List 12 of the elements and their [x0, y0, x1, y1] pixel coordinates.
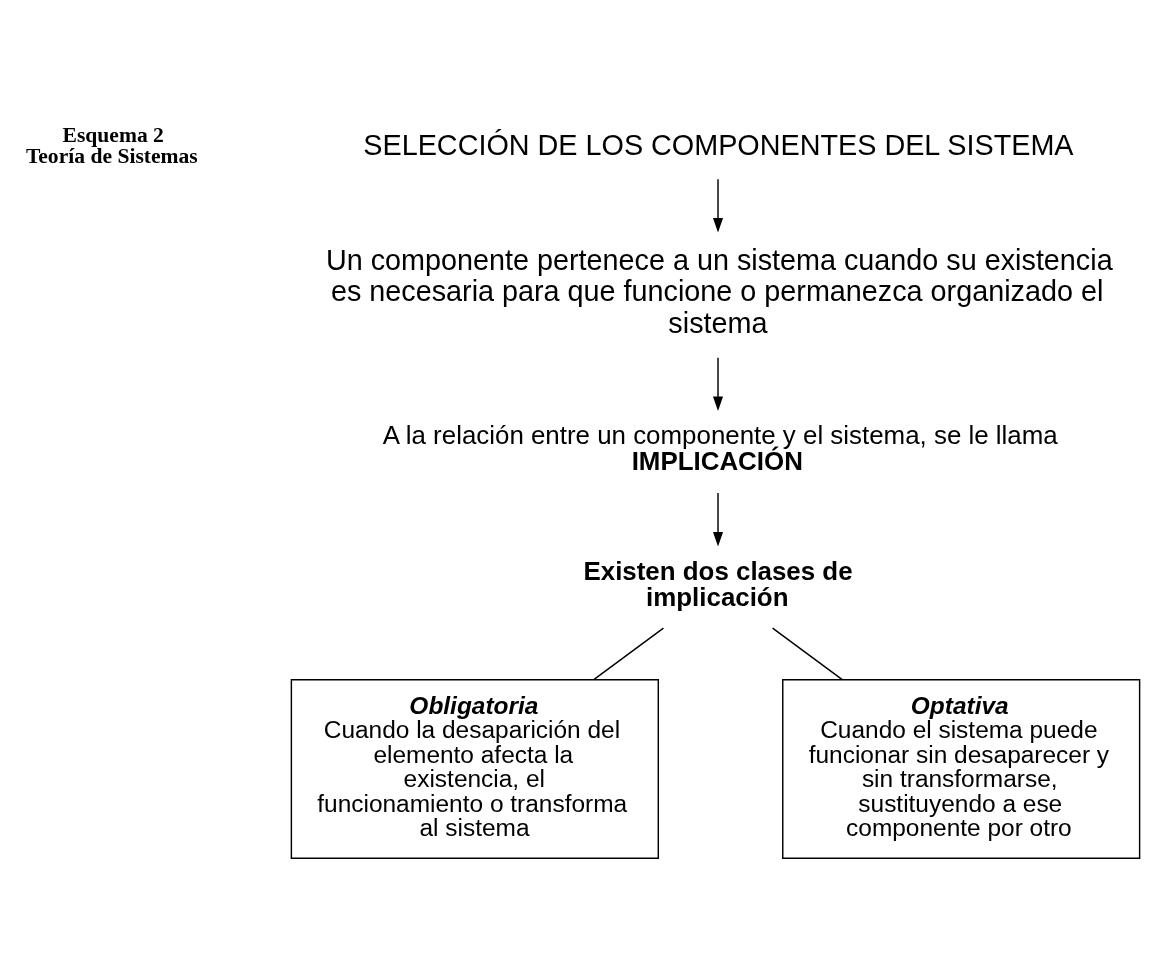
node-text: Existen dos clases de implicación	[583, 556, 853, 611]
connector	[771, 626, 843, 680]
node-text: SELECCIÓN DE LOS COMPONENTES DEL SISTEMA	[363, 128, 1074, 161]
node-box: Obligatoria Cuando la desaparición del elemento afecta la existencia, el funcionamiento o transforma al sistema	[290, 678, 659, 859]
arrow	[712, 356, 724, 411]
node-box: Optativa Cuando el sistema puede funcionar sin desaparecer y sin transformarse, sustituyendo a ese componente por otro	[782, 678, 1141, 859]
arrow	[712, 178, 724, 232]
arrow	[712, 491, 724, 546]
node-text: A la relación entre un componente y el sistema, se le llama IMPLICACIÓN	[382, 420, 1058, 475]
connector	[593, 626, 665, 680]
label: Esquema 2	[62, 122, 164, 147]
node-text: Un componente pertenece a un sistema cuando su existencia es necesaria para que funcione o permanezca organizado el sistema	[325, 243, 1113, 339]
